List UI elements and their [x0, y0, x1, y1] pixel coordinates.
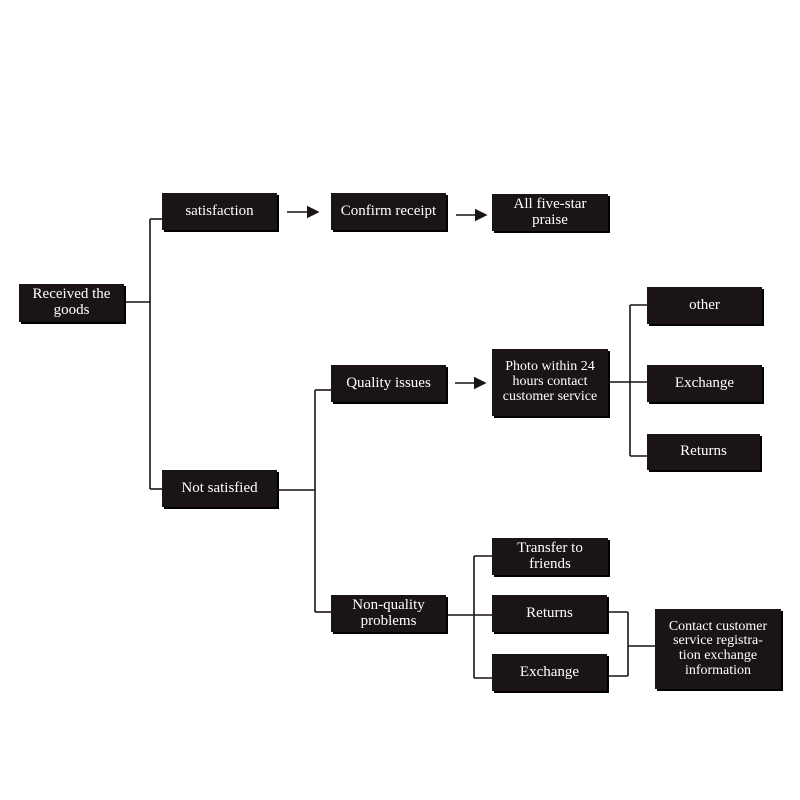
node-contact-service: Contact customer service registra- tion …: [655, 609, 781, 689]
node-exchange-quality: Exchange: [647, 365, 762, 402]
node-non-quality: Non-quality problems: [331, 595, 446, 632]
node-other: other: [647, 287, 762, 324]
node-quality-issues: Quality issues: [331, 365, 446, 402]
node-satisfaction: satisfaction: [162, 193, 277, 230]
node-confirm-receipt: Confirm receipt: [331, 193, 446, 230]
node-five-star-praise: All five-star praise: [492, 194, 608, 231]
node-returns-non-quality: Returns: [492, 595, 607, 632]
node-received-goods: Received the goods: [19, 284, 124, 322]
node-returns-quality: Returns: [647, 434, 760, 470]
node-not-satisfied: Not satisfied: [162, 470, 277, 507]
node-exchange-non-quality: Exchange: [492, 654, 607, 691]
node-transfer-friends: Transfer to friends: [492, 538, 608, 575]
node-photo-contact: Photo within 24 hours contact customer s…: [492, 349, 608, 416]
